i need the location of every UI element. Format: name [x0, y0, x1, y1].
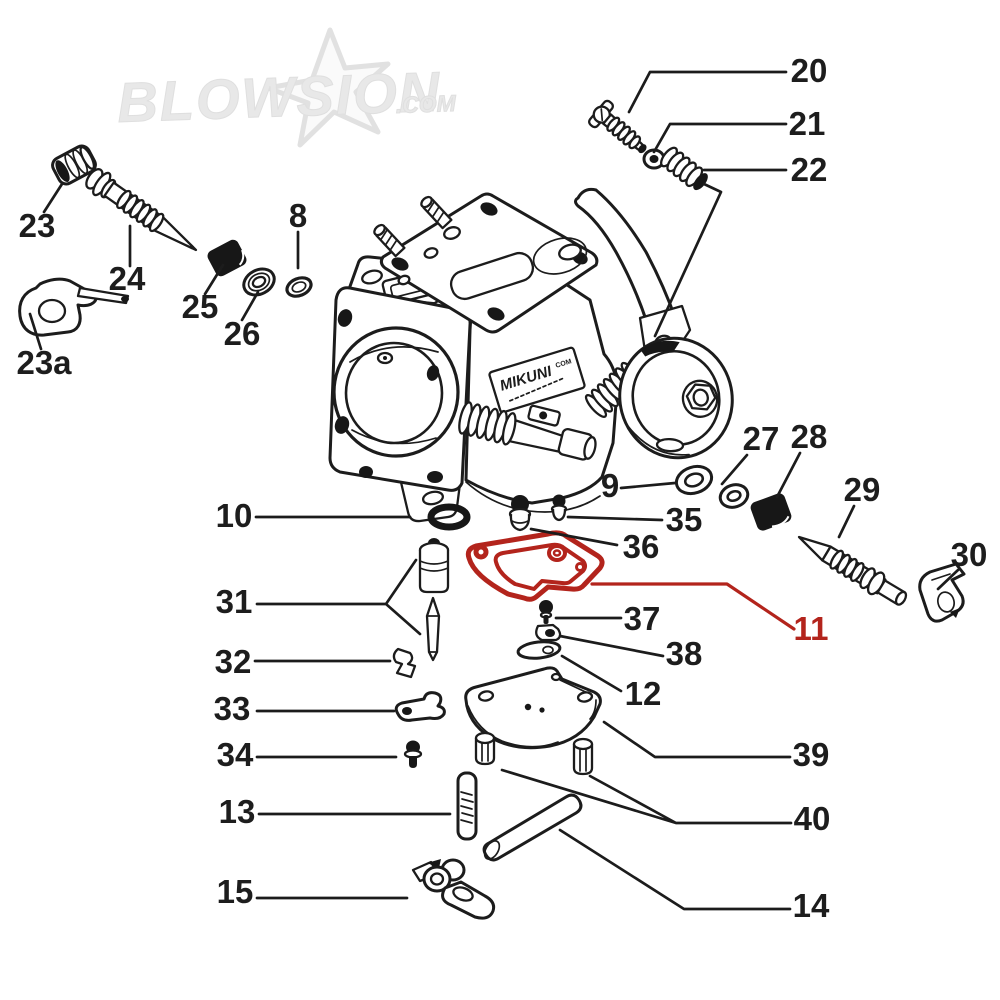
- leader-line-9: [619, 481, 677, 490]
- part-23a-drawing: [18, 277, 130, 337]
- mikuni-brand-plate: MIKUNI COM: [488, 346, 586, 414]
- part-label-9: 9: [601, 467, 619, 504]
- part-label-28: 28: [791, 418, 828, 455]
- part-label-11-highlighted: 11: [794, 610, 829, 647]
- part-10-drawing: [427, 503, 471, 531]
- leader-line-26: [240, 290, 260, 322]
- leader-line-20: [627, 70, 788, 114]
- part-28-drawing: [750, 493, 792, 531]
- part-label-13: 13: [219, 793, 256, 830]
- part-labels: 20 21 22 23 24 25 26 8 23a 9 35 36 27 28…: [16, 52, 987, 924]
- leader-line-39: [602, 720, 792, 759]
- throttle-shaft-spring: [458, 401, 597, 461]
- part-label-25: 25: [182, 288, 219, 325]
- part-label-36: 36: [623, 528, 660, 565]
- leader-line-38: [558, 634, 665, 658]
- part-label-37: 37: [624, 600, 661, 637]
- leader-line-30: [936, 568, 960, 591]
- part-label-10: 10: [216, 497, 253, 534]
- leader-line-23a: [28, 312, 43, 351]
- part-8-drawing: [285, 276, 313, 298]
- part-38-drawing: [535, 623, 562, 642]
- part-40-screw-drawing: [572, 737, 594, 776]
- part-20-drawing: [588, 99, 647, 154]
- part-label-21: 21: [789, 105, 826, 142]
- part-33-drawing: [394, 691, 446, 722]
- part-label-30: 30: [951, 536, 988, 573]
- part-label-22: 22: [791, 151, 828, 188]
- part-27-drawing: [718, 483, 750, 509]
- part-15-drawing: [411, 858, 496, 920]
- part-26-drawing: [242, 267, 276, 297]
- part-label-24: 24: [109, 260, 146, 297]
- watermark-logo: BLOWSION .COM: [116, 27, 458, 148]
- leader-line-25: [203, 263, 225, 296]
- part-23-drawing: [51, 144, 97, 186]
- part-label-31: 31: [216, 583, 253, 620]
- part-37-drawing: [539, 600, 553, 624]
- watermark-brand-text: BLOWSION: [116, 60, 442, 134]
- part-24-drawing: [85, 168, 198, 252]
- leader-line-12: [560, 654, 623, 693]
- leader-line-36: [529, 527, 619, 547]
- part-39-drawing: [464, 666, 602, 750]
- part-label-14: 14: [793, 887, 830, 924]
- leader-line-23: [42, 182, 64, 214]
- throttle-pulley: [618, 336, 734, 460]
- star-icon: [265, 27, 391, 148]
- part-label-23: 23: [19, 207, 56, 244]
- part-29-drawing: [797, 535, 908, 606]
- part-label-26: 26: [224, 315, 261, 352]
- cover-stud: [373, 223, 406, 258]
- part-31-cylinder-drawing: [418, 538, 450, 594]
- part-label-8: 8: [289, 197, 307, 234]
- part-25-drawing: [207, 239, 247, 277]
- part-label-38: 38: [666, 635, 703, 672]
- part-label-34: 34: [217, 736, 254, 773]
- leader-line-31: [255, 558, 422, 636]
- brand-plate-small-text: COM: [555, 358, 573, 370]
- part-label-15: 15: [217, 873, 254, 910]
- part-14-drawing: [482, 793, 583, 862]
- leader-line-28: [775, 451, 802, 499]
- part-label-12: 12: [625, 675, 662, 712]
- carburetor-illustration: MIKUNI COM: [328, 187, 734, 523]
- part-40-screw-drawing: [474, 731, 496, 766]
- leader-line-14: [558, 828, 792, 911]
- part-30-drawing: [918, 562, 966, 623]
- part-32-drawing: [392, 647, 417, 679]
- part-13-drawing: [456, 771, 478, 841]
- part-35-drawing: [550, 494, 568, 522]
- leader-line-11: [590, 582, 796, 631]
- leader-line-40: [500, 768, 793, 825]
- part-31-needle-drawing: [425, 596, 441, 662]
- cover-stud: [420, 195, 453, 230]
- highlight-gasket-11: [465, 530, 605, 602]
- leader-line-21: [652, 122, 788, 154]
- leader-line-35: [566, 515, 664, 522]
- part-9-drawing: [674, 464, 714, 496]
- part-label-23a: 23a: [16, 344, 72, 381]
- watermark-domain-text: .COM: [395, 90, 457, 118]
- leader-line-22-install: [653, 182, 723, 338]
- part-12-drawing: [516, 640, 562, 660]
- part-label-40: 40: [794, 800, 831, 837]
- leader-line-27: [720, 453, 749, 486]
- part-label-20: 20: [791, 52, 828, 89]
- leader-line-29: [837, 504, 856, 539]
- part-22-drawing: [660, 146, 708, 191]
- part-label-35: 35: [666, 501, 703, 538]
- diaphragm-cover-plate: [379, 192, 599, 334]
- part-label-39: 39: [793, 736, 830, 773]
- leader-lines: [28, 70, 960, 911]
- part-label-27: 27: [743, 420, 780, 457]
- part-label-33: 33: [214, 690, 251, 727]
- part-34-drawing: [403, 740, 423, 768]
- part-36-drawing: [508, 495, 532, 532]
- part-label-29: 29: [844, 471, 881, 508]
- part-label-32: 32: [215, 643, 252, 680]
